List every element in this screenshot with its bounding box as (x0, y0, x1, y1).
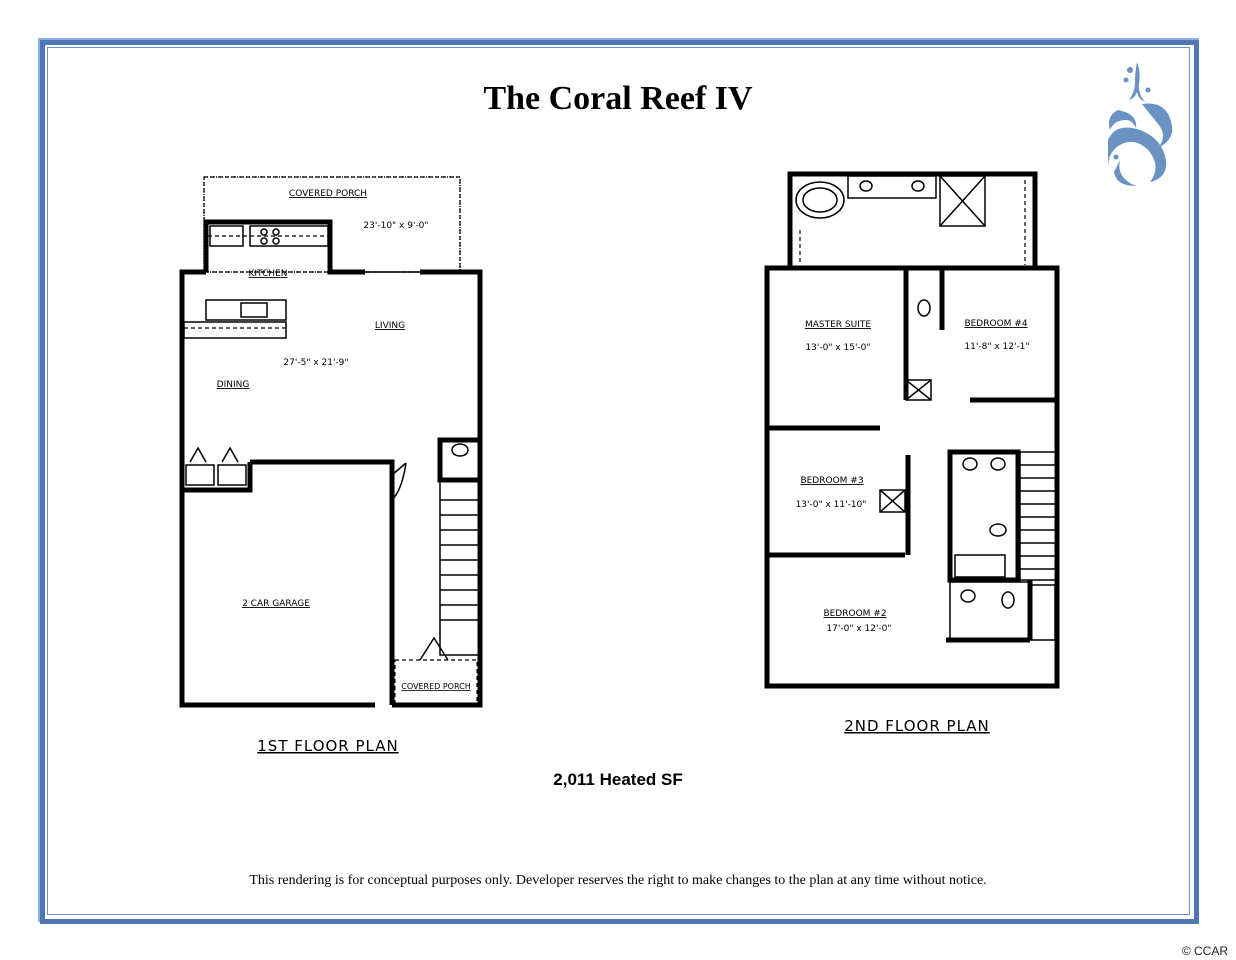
master-suite-label: MASTER SUITE (805, 320, 871, 330)
bedroom-4-label: BEDROOM #4 (964, 319, 1027, 329)
bedroom-4-dimensions: 11'-8" x 12'-1" (964, 342, 1029, 352)
first-floor-plan: COVERED PORCH 23'-10" x 9'-0" KITCHEN LI… (179, 176, 483, 755)
garage-label: 2 CAR GARAGE (242, 599, 310, 609)
bedroom-3-dimensions: 13'-0" x 11'-10" (796, 500, 867, 510)
master-suite-dimensions: 13'-0" x 15'-0" (805, 343, 870, 353)
page-frame (40, 40, 1199, 924)
page-frame-inner (47, 47, 1190, 915)
heated-square-footage: 2,011 Heated SF (553, 770, 683, 789)
first-floor-caption: 1ST FLOOR PLAN (257, 737, 398, 755)
living-label: LIVING (375, 321, 405, 331)
living-dimensions: 27'-5" x 21'-9" (283, 358, 348, 368)
dining-label: DINING (217, 380, 250, 390)
bedroom-3-label: BEDROOM #3 (800, 476, 863, 486)
second-floor-caption: 2ND FLOOR PLAN (844, 717, 990, 735)
copyright-watermark: © CCAR (1181, 944, 1228, 958)
bedroom-2-label: BEDROOM #2 (823, 609, 886, 619)
rear-porch-label: COVERED PORCH (289, 189, 367, 199)
disclaimer: This rendering is for conceptual purpose… (249, 873, 987, 888)
rear-porch-dimensions: 23'-10" x 9'-0" (363, 221, 428, 231)
bedroom-2-dimensions: 17'-0" x 12'-0" (826, 624, 891, 634)
second-floor-plan: MASTER SUITE 13'-0" x 15'-0" BEDROOM #4 … (764, 171, 1060, 735)
coral-logo (1108, 62, 1173, 186)
page-title: The Coral Reef IV (483, 80, 753, 117)
front-porch-label: COVERED PORCH (401, 682, 470, 691)
kitchen-label: KITCHEN (249, 269, 288, 279)
